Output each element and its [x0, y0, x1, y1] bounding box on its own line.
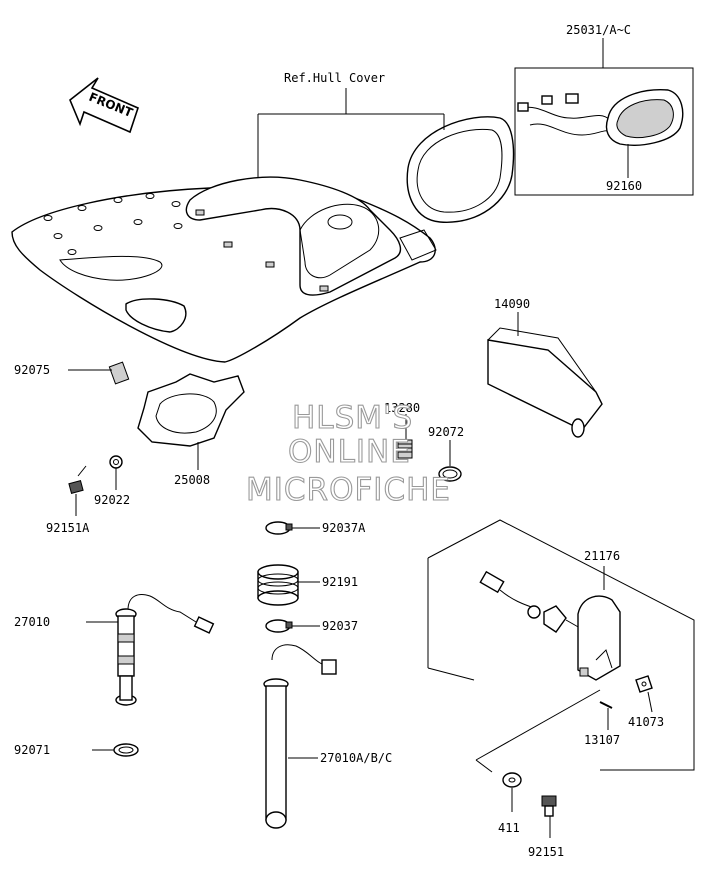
- gauge-bezel-illustration: [399, 116, 515, 261]
- part-41073: 41073: [628, 675, 664, 729]
- watermark: HLSM'S ONLINE MICROFICHE: [245, 399, 451, 508]
- part-92037: 92037: [265, 619, 358, 633]
- label-25008: 25008: [174, 473, 210, 487]
- label-25031: 25031/A~C: [566, 23, 631, 37]
- part-92072: 92072: [428, 425, 464, 482]
- watermark-line2: ONLINE: [288, 434, 411, 470]
- label-92151A: 92151A: [46, 521, 90, 535]
- label-41073: 41073: [628, 715, 664, 729]
- part-27010ABC: 27010A/B/C: [263, 644, 392, 829]
- part-27010: 27010: [14, 594, 215, 706]
- part-21176-group: 21176: [427, 519, 695, 773]
- label-92072: 92072: [428, 425, 464, 439]
- part-13280: 13280: [384, 401, 420, 459]
- label-27010ABC: 27010A/B/C: [320, 751, 392, 765]
- label-92022: 92022: [94, 493, 130, 507]
- label-13107: 13107: [584, 733, 620, 747]
- label-ref-hull-cover: Ref.Hull Cover: [284, 71, 385, 85]
- part-13107: 13107: [584, 701, 620, 747]
- label-27010: 27010: [14, 615, 50, 629]
- part-92022: 92022: [94, 455, 130, 507]
- callout-ref-hull-cover: Ref.Hull Cover: [257, 71, 445, 178]
- part-92037A: 92037A: [265, 521, 366, 535]
- hull-cover-illustration: [11, 176, 436, 363]
- label-92191: 92191: [322, 575, 358, 589]
- label-14090: 14090: [494, 297, 530, 311]
- label-92151: 92151: [528, 845, 564, 859]
- part-92151: 92151: [528, 795, 564, 859]
- part-14090: 14090: [487, 297, 603, 438]
- front-arrow: FRONT: [69, 77, 139, 134]
- label-92160: 92160: [606, 179, 642, 193]
- label-92037: 92037: [322, 619, 358, 633]
- part-411: 411: [498, 772, 522, 835]
- part-92151A: 92151A: [46, 465, 90, 535]
- part-92071: 92071: [14, 743, 139, 757]
- meter-assembly-group: 25031/A~C 92160: [514, 23, 694, 196]
- label-92037A: 92037A: [322, 521, 366, 535]
- label-411: 411: [498, 821, 520, 835]
- label-92075: 92075: [14, 363, 50, 377]
- watermark-line1: HLSM'S: [292, 400, 413, 436]
- part-92075: 92075: [14, 361, 130, 385]
- part-92191: 92191: [257, 564, 358, 606]
- label-92071: 92071: [14, 743, 50, 757]
- watermark-line3: MICROFICHE: [246, 472, 451, 508]
- part-25008: 25008: [137, 373, 245, 487]
- label-13280: 13280: [384, 401, 420, 415]
- label-21176: 21176: [584, 549, 620, 563]
